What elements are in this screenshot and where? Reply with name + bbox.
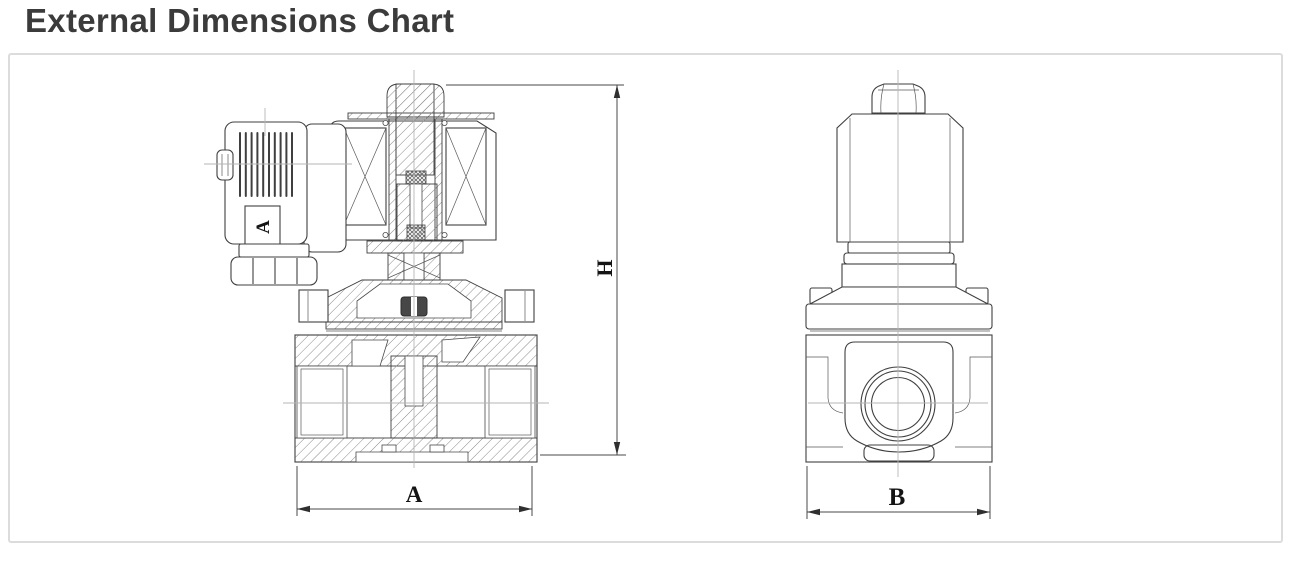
front-bonnet-flange <box>805 303 993 330</box>
tube-rivet <box>441 231 448 238</box>
arrow-right-icon <box>977 508 990 516</box>
core-tube-right-wall <box>434 118 443 241</box>
connector-neck <box>303 123 347 253</box>
port-left <box>296 365 348 439</box>
tube-rivet <box>382 120 389 127</box>
tube-rivet <box>441 120 448 127</box>
arrow-left-icon <box>297 505 310 513</box>
tube-rivet <box>382 231 389 238</box>
armature-guide-left <box>387 252 405 281</box>
port-boss-base <box>863 444 935 462</box>
arrow-down-icon <box>613 442 621 455</box>
body-shoulder-left <box>806 356 844 448</box>
front-ring-upper <box>847 241 951 254</box>
body-shoulder-right <box>954 356 992 448</box>
coil-winding-right <box>445 127 487 226</box>
dimension-h: H <box>446 84 626 456</box>
front-ring-lower <box>843 252 955 265</box>
arrow-up-icon <box>613 85 621 98</box>
valve-body-section <box>294 334 538 463</box>
front-valve-body <box>805 334 993 463</box>
drawing-frame <box>8 53 1283 543</box>
port-boss <box>844 341 954 453</box>
arrow-right-icon <box>519 505 532 513</box>
centerlines-front-view <box>808 70 988 477</box>
port-right <box>484 365 536 439</box>
cavity-funnel-left <box>351 339 389 367</box>
solenoid-coil-section <box>329 83 497 254</box>
bottom-step <box>429 444 445 453</box>
front-yoke-block <box>841 263 957 288</box>
cavity-funnel-right <box>441 336 481 363</box>
bonnet-lug-left <box>298 289 329 323</box>
armature-guide-right <box>423 252 441 281</box>
bonnet-lug-right <box>504 289 535 323</box>
connector-label-box <box>244 205 281 249</box>
coil-winding-left <box>343 127 387 226</box>
front-skirt <box>809 286 989 305</box>
bottom-step <box>381 444 397 453</box>
bonnet-section <box>298 252 535 332</box>
dimension-b-label: B <box>889 484 906 511</box>
plunger-spring <box>405 170 427 185</box>
connector-ribs <box>239 132 293 197</box>
coil-base-plate <box>366 240 464 254</box>
dimension-h-label: H <box>592 259 617 276</box>
core-tube-left-wall <box>388 118 397 241</box>
front-coil-cylinder <box>836 113 964 243</box>
connector-label: A <box>253 220 274 234</box>
arrow-left-icon <box>807 508 820 516</box>
plunger-bore <box>409 183 423 229</box>
centerlines-side-view <box>204 70 549 468</box>
dimension-a: A <box>296 466 533 516</box>
bottom-recess <box>355 451 469 463</box>
side-section-view: A <box>204 70 626 516</box>
cable-gland <box>230 243 318 286</box>
page-title: External Dimensions Chart <box>25 2 455 39</box>
din-connector: A <box>216 121 347 286</box>
connector-screw <box>216 149 234 181</box>
front-view: B <box>805 70 993 519</box>
dimension-b: B <box>806 466 991 519</box>
top-nut <box>386 83 445 118</box>
dimension-a-label: A <box>406 482 423 507</box>
plunger-inner-spring <box>406 224 426 242</box>
front-hex-nut <box>871 83 926 114</box>
